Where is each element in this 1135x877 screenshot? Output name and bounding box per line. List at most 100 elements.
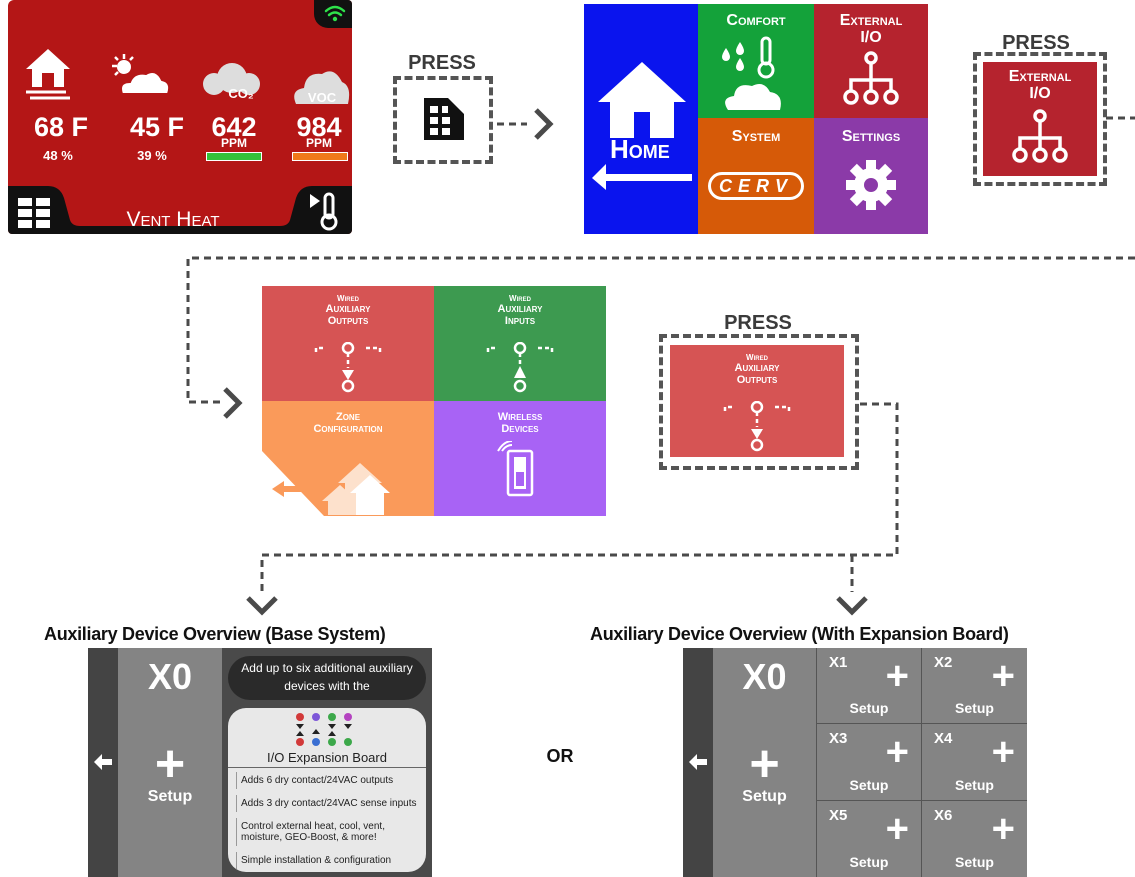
wireless-line2: Devices: [501, 423, 539, 435]
wired-outputs-press-tile[interactable]: Wired Auxiliary Outputs: [670, 345, 844, 457]
settings-label: Settings: [841, 128, 901, 145]
slot-x1[interactable]: X1 + Setup: [817, 648, 921, 723]
thermostat-button[interactable]: [306, 190, 346, 232]
wired-outputs-line1: Auxiliary: [325, 303, 371, 315]
info-panel: Add up to six additional auxiliary devic…: [222, 648, 432, 877]
expansion-board-card: I/O Expansion Board Adds 6 dry contact/2…: [228, 708, 426, 872]
back-arrow-icon: [94, 754, 112, 770]
slot-x0-id: X0: [147, 656, 193, 697]
wired-outputs-tile[interactable]: Wired Auxiliary Outputs: [262, 286, 434, 401]
slot-x4[interactable]: X4 + Setup: [922, 724, 1027, 800]
base-overview-screen: X0 + Setup Add up to six additional auxi…: [88, 648, 432, 877]
building-menu-button[interactable]: [422, 96, 466, 142]
home-house-icon: [598, 62, 686, 138]
wired-outputs-line2: Outputs: [327, 315, 369, 327]
plus-icon: +: [991, 807, 1015, 851]
house-icon: [26, 49, 70, 100]
status-bottom-bar: [8, 186, 352, 234]
wired-outputs-press-line2: Outputs: [736, 374, 778, 386]
external-io-press-label: External I/O: [1008, 68, 1072, 102]
slot-x0[interactable]: X0 + Setup: [713, 648, 816, 877]
indoor-temp: 68 F: [33, 112, 89, 142]
expansion-overview-screen: X0 + Setup X1 + Setup X2 + Setup X3 + Se…: [683, 648, 1027, 877]
back-strip[interactable]: [683, 648, 713, 877]
voc-label: VOC: [307, 90, 337, 105]
weather-sun-cloud-icon: [112, 54, 171, 95]
system-tile[interactable]: System CERV: [698, 118, 814, 234]
home-menu-screen: Home Comfort External I/O System: [584, 4, 928, 234]
plus-icon: +: [991, 654, 1015, 698]
plus-icon: +: [991, 730, 1015, 774]
wifi-icon: [324, 5, 346, 22]
home-tile[interactable]: Home: [584, 4, 698, 234]
wired-inputs-small: Wired: [509, 294, 531, 303]
main-status-screen: CO₂ VOC 68 F 48 % 45 F 39 % 642 PPM 984 …: [8, 0, 352, 234]
voc-unit: PPM: [305, 136, 332, 150]
gear-icon: [846, 160, 896, 210]
board-features: Adds 6 dry contact/24VAC outputs Adds 3 …: [232, 770, 422, 869]
slot-x0-setup: Setup: [742, 788, 787, 805]
menu-grid-button[interactable]: [16, 196, 52, 230]
slot-x5-id: X5: [829, 807, 848, 824]
cerv-logo: CERV: [708, 172, 804, 200]
slot-x1-id: X1: [829, 654, 848, 671]
zone-line2: Configuration: [313, 423, 383, 435]
press-box-1: [393, 76, 493, 164]
comfort-tile[interactable]: Comfort: [698, 4, 814, 118]
back-strip[interactable]: [88, 648, 118, 877]
wired-inputs-line1: Auxiliary: [497, 303, 543, 315]
info-bubble: Add up to six additional auxiliary devic…: [228, 656, 426, 700]
board-title: I/O Expansion Board: [228, 750, 426, 768]
io-expansion-board-icon: [296, 713, 352, 746]
cerv-logo-text: CERV: [718, 176, 793, 196]
zone-line1: Zone: [335, 411, 361, 423]
slot-x3-setup: Setup: [849, 777, 889, 793]
press-label-1: PRESS: [408, 52, 476, 74]
system-label: System: [731, 128, 781, 145]
thermostat-icon: [310, 192, 338, 231]
outdoor-temp: 45 F: [129, 112, 185, 142]
feature-item: Adds 6 dry contact/24VAC outputs: [236, 772, 422, 789]
settings-tile[interactable]: Settings: [814, 118, 928, 234]
slot-x6[interactable]: X6 + Setup: [922, 801, 1027, 877]
slot-x0-id: X0: [742, 656, 787, 697]
plus-icon: +: [885, 807, 909, 851]
slot-x6-id: X6: [934, 807, 953, 824]
external-io-tile[interactable]: External I/O: [814, 4, 928, 118]
press-label-2: PRESS: [1002, 32, 1070, 54]
expansion-overview-title: Auxiliary Device Overview (With Expansio…: [590, 624, 1009, 644]
home-label: Home: [610, 134, 670, 164]
wireless-devices-tile[interactable]: Wireless Devices: [434, 401, 606, 516]
output-connector-icon: [723, 401, 791, 452]
wireless-line1: Wireless: [497, 411, 543, 423]
slot-x4-setup: Setup: [955, 777, 994, 793]
external-io-press-tile[interactable]: External I/O: [983, 62, 1097, 176]
plus-icon: +: [885, 730, 909, 774]
zone-houses-icon: [262, 451, 390, 516]
slot-x5-setup: Setup: [849, 854, 889, 870]
plus-icon: +: [885, 654, 909, 698]
wired-outputs-press-line1: Auxiliary: [734, 362, 780, 374]
slot-x5[interactable]: X5 + Setup: [817, 801, 921, 877]
wired-outputs-small: Wired: [337, 294, 359, 303]
slot-x2[interactable]: X2 + Setup: [922, 648, 1027, 723]
output-connector-icon: [314, 342, 382, 393]
slot-x2-setup: Setup: [955, 700, 994, 716]
press-label-3: PRESS: [724, 312, 792, 334]
external-io-menu-screen: Wired Auxiliary Outputs Wired Auxiliary …: [262, 286, 606, 516]
slot-x0[interactable]: X0 + Setup: [118, 648, 222, 877]
comfort-label: Comfort: [726, 12, 786, 29]
co2-label: CO₂: [228, 86, 254, 101]
building-icon: [424, 98, 464, 140]
slot-x6-setup: Setup: [955, 854, 994, 870]
press-box-2: [973, 52, 1107, 186]
wireless-switch-icon: [497, 441, 534, 497]
building-grid-icon: [18, 198, 50, 228]
slot-x3[interactable]: X3 + Setup: [817, 724, 921, 800]
zone-configuration-tile[interactable]: Zone Configuration: [262, 401, 434, 516]
plus-icon: +: [749, 735, 780, 793]
indoor-humidity: 48 %: [43, 148, 73, 163]
external-io-label: External I/O: [839, 12, 903, 46]
voc-level-bar: [292, 152, 348, 161]
wired-inputs-tile[interactable]: Wired Auxiliary Inputs: [434, 286, 606, 401]
